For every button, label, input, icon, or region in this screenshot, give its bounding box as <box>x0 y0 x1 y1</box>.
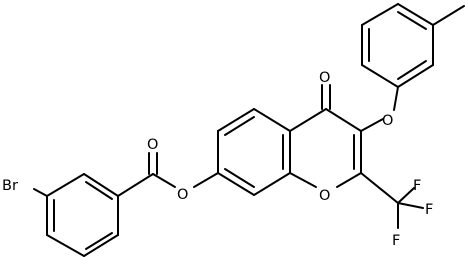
ester-carbonyl-oxygen-label: O <box>147 137 158 153</box>
ether-oxygen-label: O <box>382 113 393 129</box>
bond-inner <box>224 168 255 188</box>
bond <box>253 108 291 132</box>
bond <box>193 172 219 188</box>
pyranone-ring <box>289 84 362 188</box>
tolyl-ring <box>361 3 465 88</box>
bond-inner <box>85 232 113 250</box>
bond <box>397 3 434 26</box>
bond <box>336 172 362 188</box>
ether-link <box>360 86 399 132</box>
bond <box>46 234 85 257</box>
bond <box>397 187 415 204</box>
bond <box>289 108 327 132</box>
bond <box>152 173 176 188</box>
bond-inner <box>397 11 427 30</box>
bond <box>361 64 399 88</box>
bond <box>360 118 384 132</box>
bond-inner <box>224 116 255 136</box>
bond <box>83 234 119 257</box>
bond <box>325 108 362 132</box>
bond <box>397 64 434 88</box>
fluorine-right-label: F <box>425 202 433 218</box>
ketone-oxygen-label: O <box>319 70 330 86</box>
methyl-bond <box>432 5 465 26</box>
bond-inner <box>85 181 113 200</box>
bromophenyl-ring <box>33 173 119 257</box>
bond <box>361 3 399 26</box>
bond <box>393 86 399 111</box>
benzo-ring <box>217 108 291 196</box>
bond <box>46 173 85 197</box>
ester-oxygen-label: O <box>177 187 188 203</box>
bond <box>217 172 255 196</box>
bond-inner <box>397 60 427 80</box>
bond <box>253 172 291 196</box>
trifluoromethyl-group <box>360 172 424 229</box>
ring-oxygen-label: O <box>319 188 330 204</box>
bromine-label: Br <box>2 178 18 194</box>
bond <box>360 172 399 204</box>
fluorine-top-label: F <box>413 178 421 194</box>
fluorine-bottom-label: F <box>392 233 400 249</box>
bond <box>117 173 154 197</box>
bond <box>83 173 119 197</box>
bond <box>217 108 255 132</box>
bond <box>289 172 317 188</box>
ester-group <box>117 152 219 197</box>
bond-to-br <box>33 188 48 197</box>
bond <box>397 202 424 209</box>
